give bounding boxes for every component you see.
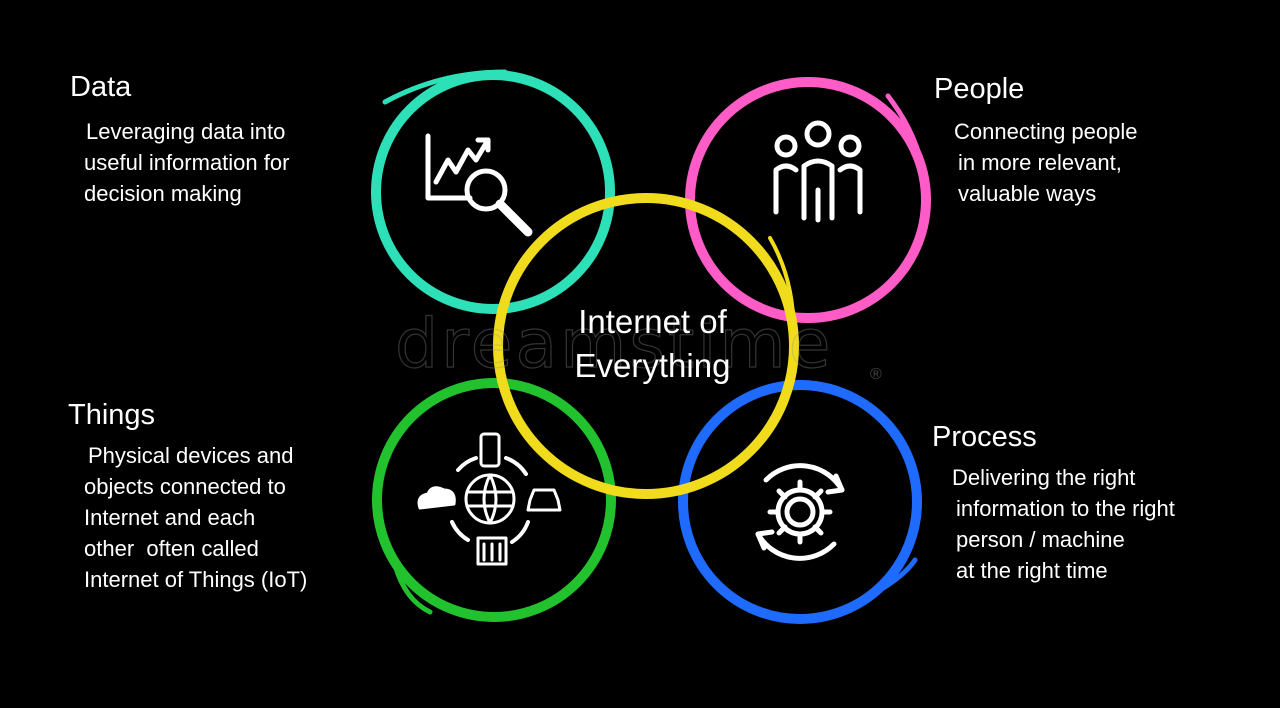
gear-cycle-icon (755, 463, 845, 561)
chart-magnifier-icon (425, 133, 533, 237)
data-desc-line-3: decision making (84, 181, 242, 206)
center-title: Internet of Everything (520, 300, 785, 388)
people-title: People (934, 73, 1025, 105)
things-ring (372, 378, 616, 622)
process-title: Process (932, 421, 1037, 453)
process-desc-line-2: information to the right (956, 496, 1175, 521)
people-group-icon (773, 120, 863, 223)
data-desc-line-1: Leveraging data into (86, 119, 286, 144)
people-desc-line-2: in more relevant, (958, 150, 1122, 175)
registered-mark: ® (870, 366, 882, 383)
center-title-line-2: Everything (574, 347, 731, 384)
people-desc-line-3: valuable ways (958, 181, 1097, 206)
people-desc-line-1: Connecting people (954, 119, 1138, 144)
things-section: Things Physical devices and objects conn… (68, 398, 307, 595)
things-desc-line-4: other often called (84, 536, 259, 561)
things-desc-line-2: objects connected to (84, 474, 286, 499)
connected-devices-icon (417, 432, 562, 566)
process-desc-line-1: Delivering the right (952, 465, 1136, 490)
data-desc-line-2: useful information for (84, 150, 290, 175)
data-section: Data Leveraging data into useful informa… (70, 70, 289, 209)
center-title-line-1: Internet of (578, 303, 727, 340)
data-title: Data (70, 71, 132, 103)
process-ring (678, 380, 922, 624)
things-desc-line-1: Physical devices and (88, 443, 294, 468)
things-desc-line-5: Internet of Things (IoT) (84, 567, 308, 592)
watermark-text: dreamstime (394, 304, 834, 384)
process-desc-line-3: person / machine (956, 527, 1125, 552)
people-section: People Connecting people in more relevan… (934, 72, 1137, 209)
things-title: Things (68, 399, 156, 431)
things-desc-line-3: Internet and each (84, 505, 256, 530)
people-ring (685, 77, 931, 323)
data-ring (371, 69, 615, 314)
process-desc-line-4: at the right time (956, 558, 1108, 583)
process-section: Process Delivering the right information… (932, 420, 1175, 586)
center-ring (493, 193, 799, 499)
